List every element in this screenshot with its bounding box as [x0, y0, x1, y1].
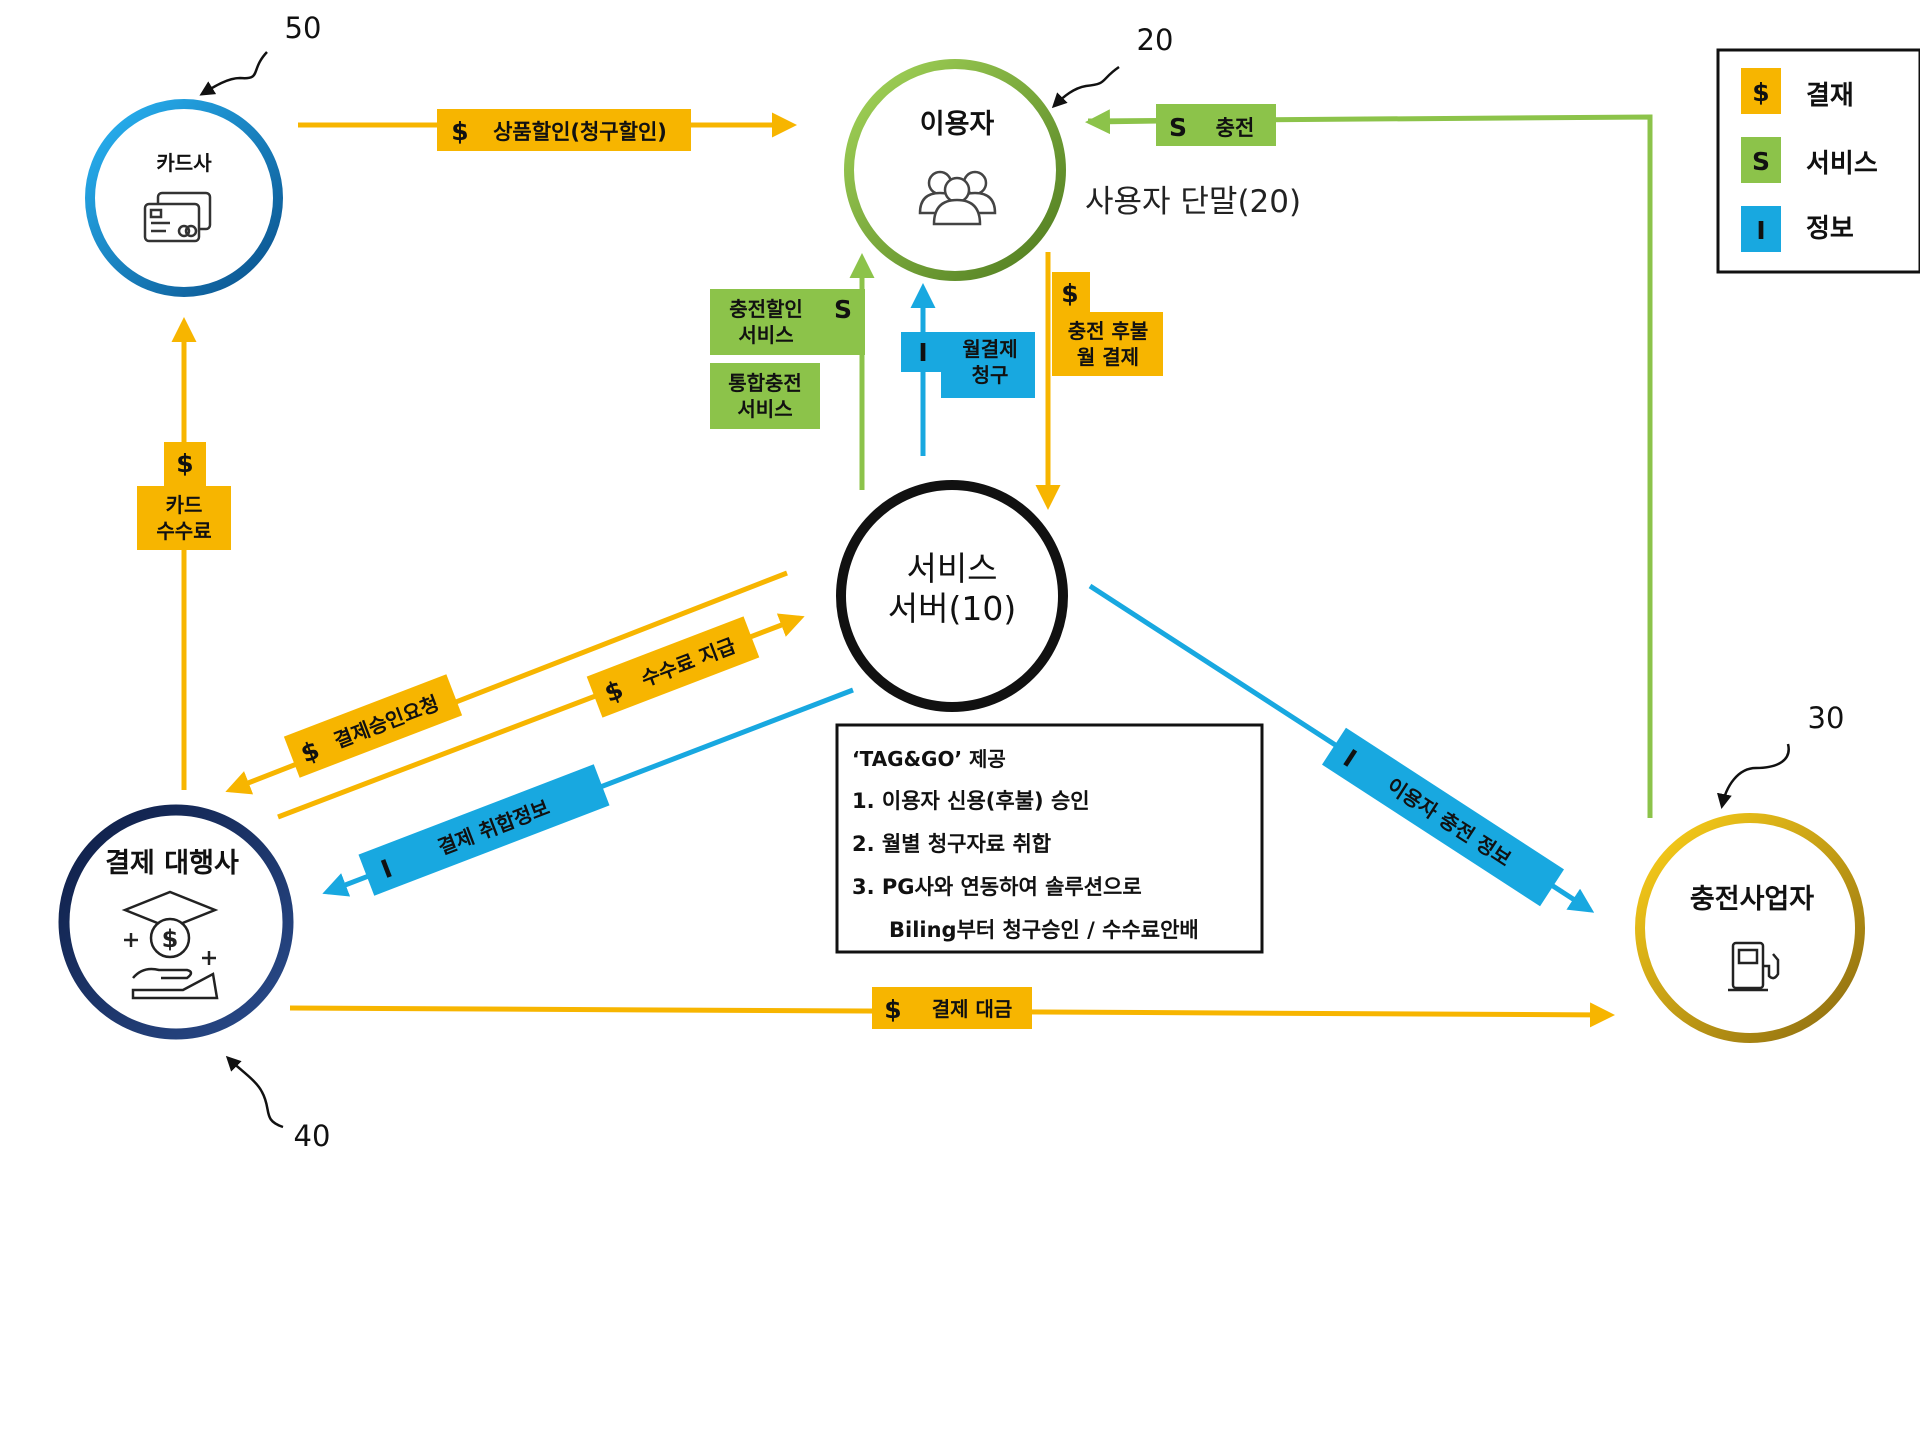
charging-operator-label: 충전사업자 — [1690, 884, 1814, 915]
flow-charger-to-user-line — [1088, 114, 1653, 818]
flow-deferred-payment-symbol: $ — [1061, 279, 1078, 308]
user-node: 이용자 사용자 단말(20) 20 — [844, 23, 1301, 281]
flow-card-discount-label: $ 상품할인(청구할인) — [437, 109, 691, 151]
legend-service-symbol: S — [1752, 147, 1770, 176]
legend-info-label: 정보 — [1806, 214, 1854, 244]
legend-payment-symbol: $ — [1752, 78, 1769, 107]
legend-info-symbol: I — [1756, 216, 1765, 245]
flow-settlement-symbol: $ — [884, 995, 901, 1024]
card-company-ref-pointer — [199, 51, 268, 96]
user-ref: 20 — [1137, 23, 1174, 57]
charging-operator-node: 충전사업자 30 — [1635, 701, 1865, 1043]
flow-charge-discount-line2: 서비스 — [738, 323, 793, 347]
flow-card-discount-symbol: $ — [451, 117, 468, 146]
flow-charge-discount-symbol: S — [834, 295, 852, 324]
flow-card-fee-symbol: $ — [176, 449, 193, 478]
info-box-title: ‘TAG&GO’ 제공 — [852, 747, 1006, 771]
flow-charge-discount-label: 충전할인 서비스 S — [710, 289, 865, 355]
service-server-node: 서비스 서버(10) — [836, 480, 1068, 712]
charging-operator-ref: 30 — [1808, 701, 1845, 735]
flow-integrated-charge-line1: 통합충전 — [728, 371, 802, 395]
server-label-line2: 서버(10) — [888, 589, 1016, 628]
info-box-item3: 3. PG사와 연동하여 솔루션으로 — [852, 875, 1142, 899]
info-box-item4: Biling부터 청구승인 / 수수료안배 — [889, 918, 1199, 942]
flow-monthly-bill-line2: 청구 — [972, 363, 1009, 387]
info-box-item1: 1. 이용자 신용(후불) 승인 — [852, 789, 1090, 813]
flow-deferred-payment-line1: 충전 후불 — [1068, 319, 1149, 343]
flow-deferred-payment-label: $ 충전 후불 월 결제 — [1052, 272, 1163, 376]
flow-monthly-bill-label: I 월결제 청구 — [901, 332, 1035, 398]
legend-info: I 정보 — [1741, 206, 1854, 252]
flow-charge-symbol: S — [1169, 113, 1187, 142]
user-ref-pointer — [1051, 65, 1120, 109]
legend-payment-label: 결재 — [1806, 81, 1854, 111]
flow-integrated-charge-line2: 서비스 — [737, 397, 792, 421]
card-company-node: 카드사 50 — [85, 11, 322, 297]
flow-deferred-payment-line2: 월 결제 — [1077, 345, 1139, 369]
flow-integrated-charge-label: 통합충전 서비스 — [710, 363, 820, 429]
card-company-ref: 50 — [285, 11, 322, 45]
hand-coin-icon: $ — [121, 890, 219, 1000]
legend-service-label: 서비스 — [1806, 149, 1878, 179]
user-label: 이용자 — [920, 109, 995, 140]
legend-service: S 서비스 — [1741, 137, 1878, 183]
payment-agency-node: 결제 대행사 $ 40 — [58, 804, 331, 1153]
legend-payment: $ 결재 — [1741, 68, 1854, 114]
flow-card-fee-line1: 카드 — [166, 493, 203, 517]
info-box-item2: 2. 월별 청구자료 취합 — [852, 832, 1051, 856]
user-terminal-label: 사용자 단말(20) — [1085, 184, 1301, 220]
flow-settlement-text: 결제 대금 — [932, 997, 1013, 1021]
flow-settlement-label: $ 결제 대금 — [872, 987, 1032, 1029]
tag-and-go-info-box: ‘TAG&GO’ 제공 1. 이용자 신용(후불) 승인 2. 월별 청구자료 … — [835, 723, 1264, 954]
flow-monthly-bill-line1: 월결제 — [962, 337, 1017, 361]
flow-fee-payment-label: $ 수수료 지급 — [586, 616, 760, 718]
flow-approval-request-label: $ 결제승인요청 — [283, 674, 463, 778]
legend: $ 결재 S 서비스 I 정보 — [1716, 48, 1920, 274]
flow-card-fee-label: $ 카드 수수료 — [137, 442, 231, 550]
flow-monthly-bill-symbol: I — [918, 338, 927, 367]
flow-card-discount-text: 상품할인(청구할인) — [493, 120, 667, 144]
server-label-line1: 서비스 — [906, 549, 997, 588]
flow-card-fee-line2: 수수료 — [156, 519, 211, 543]
fuel-pump-icon — [1728, 941, 1780, 992]
flow-charge-arrow — [1085, 109, 1161, 135]
payment-agency-ref: 40 — [294, 1119, 331, 1153]
payment-agency-label: 결제 대행사 — [105, 848, 239, 879]
flow-aggregate-info-label: I 결제 취합정보 — [358, 764, 610, 896]
flow-charge-text: 충전 — [1216, 116, 1255, 140]
flow-charge-label: S 충전 — [1156, 104, 1276, 146]
users-icon — [918, 170, 997, 226]
flow-user-charge-info-text: 이용자 충전 정보 — [1383, 773, 1516, 871]
card-company-label: 카드사 — [156, 151, 212, 175]
flow-user-charge-info-label: I 이용자 충전 정보 — [1321, 727, 1565, 907]
svg-text:$: $ — [162, 925, 179, 953]
flow-charge-discount-line1: 충전할인 — [729, 297, 803, 321]
charging-operator-ref-pointer — [1717, 743, 1790, 809]
credit-card-icon — [143, 191, 212, 243]
payment-agency-ref-pointer — [225, 1055, 284, 1129]
